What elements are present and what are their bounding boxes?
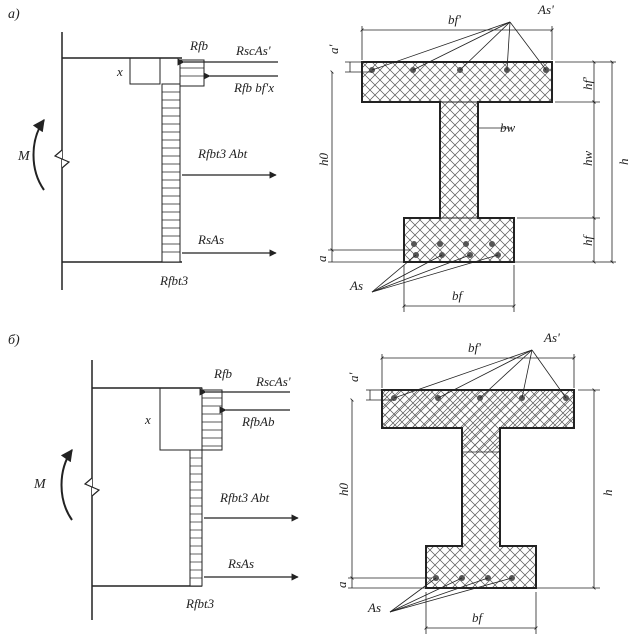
panel-a-rfb-label: Rfb xyxy=(189,38,209,53)
panel-a: а) x xyxy=(8,2,631,312)
panel-a-bw-label: bw xyxy=(500,120,516,135)
panel-b-i-section xyxy=(381,389,575,589)
panel-b-rsc-label: RscAs' xyxy=(255,374,291,389)
panel-a-rsas-label: RsAs xyxy=(197,232,224,247)
panel-b-beam-outline xyxy=(83,360,202,620)
panel-b-letter: б) xyxy=(8,333,20,348)
panel-b-bf-top-label: bf' xyxy=(468,340,481,355)
panel-b-x-label: x xyxy=(144,412,151,427)
panel-a-x-label: x xyxy=(116,64,123,79)
panel-a-a-top-label: a' xyxy=(326,45,341,55)
panel-b-rfb-label: Rfb xyxy=(213,366,233,381)
panel-a-compression-zone xyxy=(129,57,161,85)
panel-b-compression-block xyxy=(201,389,223,451)
panel-a-bf-bot-label: bf xyxy=(452,288,465,303)
panel-b: б) x xyxy=(8,330,615,634)
panel-a-beam-outline xyxy=(53,32,182,290)
panel-a-hw-label: hw xyxy=(580,151,595,167)
panel-b-a-bot-label: a xyxy=(334,581,349,588)
panel-a-h0-label: h0 xyxy=(316,153,331,167)
panel-a-rfbt3-label: Rfbt3 xyxy=(159,273,189,288)
panel-a-letter: а) xyxy=(8,7,20,22)
panel-b-moment-arrow xyxy=(60,449,73,521)
panel-b-as-bot-label: As xyxy=(367,600,381,615)
panel-a-hf-top-label: hf' xyxy=(580,77,595,90)
panel-a-bf-top-label: bf' xyxy=(448,12,461,27)
panel-b-rfb-ab-label: RfbAb xyxy=(241,414,275,429)
panel-a-i-section xyxy=(361,61,553,263)
panel-b-h0-label: h0 xyxy=(336,483,351,497)
panel-a-hf-bot-label: hf xyxy=(580,234,595,247)
panel-b-bf-bot-label: bf xyxy=(472,610,485,625)
panel-b-h-label: h xyxy=(600,490,615,497)
panel-a-rfb-bfx-label: Rfb bf'x xyxy=(233,80,274,95)
panel-b-compression-zone xyxy=(159,387,203,451)
panel-b-as-top-label: As' xyxy=(543,330,560,345)
panel-b-rfbt3-label: Rfbt3 xyxy=(185,596,215,611)
panel-a-tension-diagram xyxy=(161,83,181,263)
panel-b-tension-diagram xyxy=(189,449,203,587)
panel-b-dimensions xyxy=(348,349,600,634)
panel-a-moment-label: M xyxy=(17,149,31,164)
panel-b-rsas-label: RsAs xyxy=(227,556,254,571)
panel-a-as-top-label: As' xyxy=(537,2,554,17)
panel-a-as-bot-label: As xyxy=(349,278,363,293)
panel-a-compression-block xyxy=(179,59,205,87)
panel-a-rfbt3-abt-label: Rfbt3 Abt xyxy=(197,146,248,161)
panel-a-moment-arrow xyxy=(32,119,45,191)
panel-b-rfbt3-abt-label: Rfbt3 Abt xyxy=(219,490,270,505)
panel-b-moment-label: M xyxy=(33,477,47,492)
panel-a-a-bot-label: a xyxy=(314,255,329,262)
panel-a-h-label: h xyxy=(616,159,631,166)
panel-a-rsc-label: RscAs' xyxy=(235,43,271,58)
panel-a-dimensions xyxy=(328,21,616,312)
panel-b-a-top-label: a' xyxy=(346,373,361,383)
